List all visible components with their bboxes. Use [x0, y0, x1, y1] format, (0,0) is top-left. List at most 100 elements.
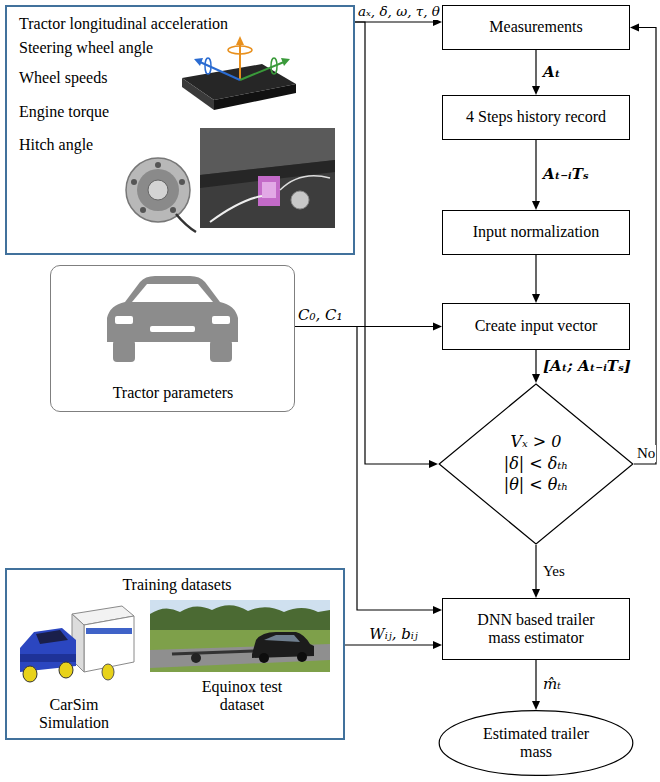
panel-text: Hitch angle — [19, 136, 93, 154]
car-icon — [113, 340, 135, 362]
hitch-photo — [210, 196, 262, 222]
car-icon — [107, 276, 238, 362]
node-text: 4 Steps history record — [466, 108, 606, 126]
diamond-outline — [439, 384, 633, 544]
carsim-picture — [36, 630, 68, 644]
arrow-head — [630, 24, 639, 32]
sensor-panel: Tractor longitudinal accelerationSteerin… — [5, 5, 355, 255]
ellipse-outline — [439, 711, 633, 776]
wheel-hub-picture — [179, 179, 185, 185]
imu-sensor — [214, 84, 296, 110]
panel-text: Equinox test dataset — [184, 678, 300, 715]
hitch-photo — [291, 191, 309, 209]
car-icon — [150, 326, 195, 332]
arrow-head — [433, 641, 442, 649]
connector-line — [355, 22, 429, 464]
equinox-photo — [150, 630, 330, 672]
connector-line — [345, 644, 433, 645]
imu-sensor — [236, 36, 244, 45]
connector-line — [535, 140, 536, 201]
equinox-photo — [150, 605, 330, 632]
hitch-photo — [280, 176, 330, 190]
equinox-photo — [150, 600, 330, 672]
car-icon — [107, 276, 238, 342]
terminal-ellipse: Estimated trailer mass — [438, 710, 634, 776]
panel-text: Tractor parameters — [113, 384, 234, 402]
arrow-head — [429, 460, 438, 468]
edge-label: Aₜ — [542, 64, 561, 81]
wheel-hub-picture — [137, 169, 179, 211]
node-text: Measurements — [489, 18, 582, 36]
connector-line — [355, 21, 433, 22]
equinox-photo — [264, 635, 300, 642]
edge-label: Wᵢⱼ, bᵢⱼ — [368, 626, 419, 643]
imu-sensor — [228, 46, 252, 54]
imu-sensor — [194, 58, 203, 66]
hitch-photo — [262, 182, 276, 198]
text-stack: DNN based trailer mass estimator — [461, 611, 611, 648]
panel-text: Tractor longitudinal acceleration — [19, 15, 228, 33]
connector-line — [535, 255, 536, 294]
car-icon — [115, 316, 133, 324]
node-text: |θ| < θₜₕ — [504, 476, 569, 494]
edge-label: aₓ, δ, ω, τ, θ — [357, 4, 441, 20]
text-stack: 4 Steps history record — [466, 108, 606, 126]
process-box: Input normalization — [442, 210, 630, 255]
node-text: |δ| < δₜₕ — [504, 455, 569, 473]
wheel-hub-picture — [176, 214, 196, 232]
hitch-photo — [200, 128, 335, 228]
text-stack: Input normalization — [473, 223, 600, 241]
process-box: Create input vector — [442, 303, 630, 350]
arrow-head — [532, 701, 540, 710]
connector — [295, 327, 442, 615]
edge-label: m̂ₜ — [542, 676, 562, 693]
process-box: Measurements — [442, 5, 630, 50]
node-text: DNN based trailer mass estimator — [461, 611, 611, 648]
arrow-head — [532, 294, 540, 303]
equinox-photo — [259, 653, 269, 663]
connector-line — [535, 350, 536, 374]
decision-diamond: Vₓ > 0 |δ| < δₜₕ |θ| < θₜₕ — [438, 383, 634, 545]
imu-sensor — [271, 58, 277, 74]
wheel-hub-picture — [126, 158, 190, 222]
text-stack: Vₓ > 0 |δ| < δₜₕ |θ| < θₜₕ — [504, 433, 569, 494]
wheel-hub-picture — [155, 162, 161, 168]
arrow-head — [532, 86, 540, 95]
connector — [630, 24, 656, 465]
process-box: 4 Steps history record — [442, 95, 630, 140]
edge-label: Yes — [542, 563, 566, 580]
panel-text: Steering wheel angle — [19, 39, 153, 57]
arrow-head — [532, 374, 540, 383]
connector-line — [634, 28, 656, 465]
equinox-photo — [297, 652, 307, 662]
carsim-picture — [20, 606, 134, 682]
wheel-hub-picture — [170, 207, 176, 213]
node-text: Vₓ > 0 — [511, 433, 562, 451]
panel-text: Engine torque — [19, 103, 109, 121]
car-icon — [210, 340, 232, 362]
panel-text: Training datasets — [122, 576, 231, 594]
equinox-photo — [191, 653, 201, 663]
carsim-picture — [102, 664, 114, 680]
carsim-picture — [20, 654, 76, 662]
edge-label: C₀, C₁ — [297, 307, 344, 324]
node-text: Create input vector — [475, 317, 598, 335]
imu-sensor — [281, 58, 290, 66]
equinox-photo — [172, 651, 254, 654]
arrow-head — [532, 589, 540, 598]
connector-line — [535, 545, 536, 589]
panel-text: CarSim Simulation — [26, 696, 122, 733]
connector — [532, 50, 540, 95]
imu-sensor — [239, 42, 241, 80]
node-text: Input normalization — [473, 223, 600, 241]
equinox-photo — [150, 600, 330, 672]
connector — [355, 22, 438, 468]
estimator-box: DNN based trailer mass estimator — [442, 598, 630, 660]
connector-line — [535, 50, 536, 86]
carsim-picture — [86, 628, 132, 634]
wheel-hub-picture — [131, 179, 137, 185]
text-stack: Measurements — [489, 18, 582, 36]
text-stack: Create input vector — [475, 317, 598, 335]
imu-sensor — [182, 78, 214, 110]
